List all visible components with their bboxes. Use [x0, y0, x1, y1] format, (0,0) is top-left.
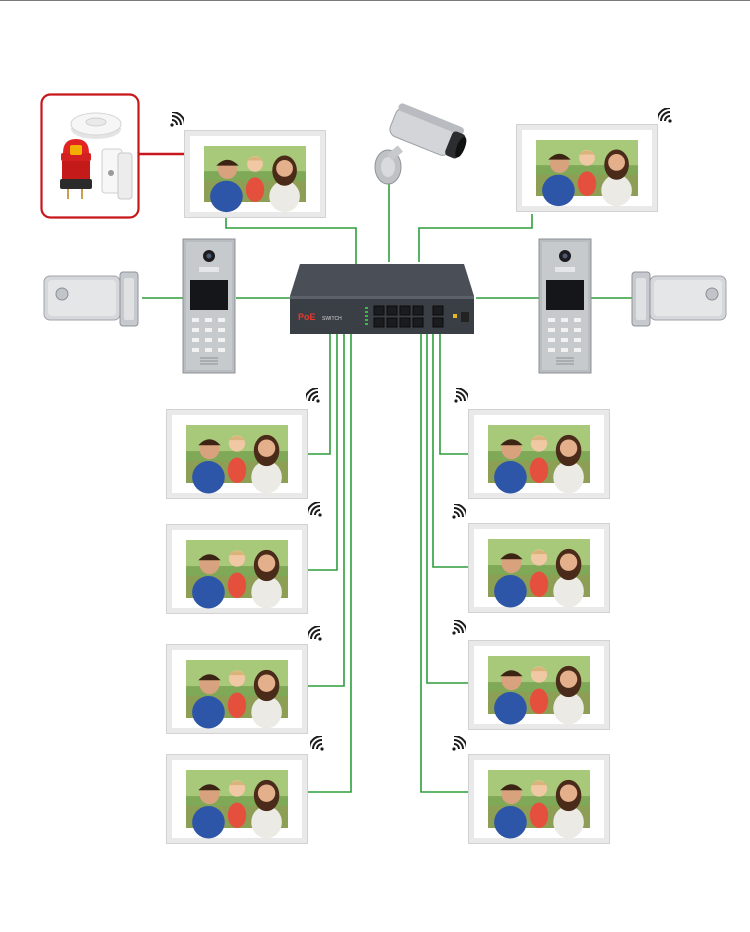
wifi-icon: [452, 504, 466, 519]
wifi-icon: [658, 108, 672, 123]
switch-brand: PoE: [298, 312, 316, 322]
indoor-monitor-icon: [166, 409, 308, 499]
wifi-icon: [452, 736, 466, 751]
wifi-icon: [454, 388, 468, 403]
screen-photo: [488, 539, 590, 608]
wifi-icon: [306, 388, 320, 403]
switch-label: SWITCH: [322, 316, 342, 322]
indoor-monitor-icon: [166, 524, 308, 614]
door-lock-icon: [631, 271, 727, 327]
indoor-monitor-icon: [184, 130, 326, 218]
doorbell-panel-icon: [538, 238, 592, 374]
wifi-icon: [308, 502, 322, 517]
indoor-monitor-icon: [468, 640, 610, 730]
screen-photo: [186, 540, 288, 609]
wifi-icon: [308, 626, 322, 641]
indoor-monitor-icon: [468, 409, 610, 499]
screen-photo: [488, 425, 590, 494]
screen-photo: [488, 656, 590, 725]
smoke-detector-icon: [70, 112, 122, 139]
wifi-icon: [310, 736, 324, 751]
screen-photo: [186, 425, 288, 494]
doorbell-panel-icon: [182, 238, 236, 374]
wifi-icon: [452, 620, 466, 635]
alarm-accessories-box: [40, 93, 140, 219]
indoor-monitor-icon: [166, 644, 308, 734]
door-sensor-icon: [101, 148, 133, 200]
screen-photo: [186, 660, 288, 729]
screen-photo: [204, 146, 306, 213]
indoor-monitor-icon: [468, 754, 610, 844]
screen-photo: [536, 140, 638, 207]
alarm-beacon-icon: [60, 139, 92, 199]
camera-icon: [374, 103, 467, 185]
indoor-monitor-icon: [516, 124, 658, 212]
top-border-line: [0, 0, 750, 1]
door-lock-icon: [43, 271, 139, 327]
indoor-monitor-icon: [166, 754, 308, 844]
poe-switch-icon: PoE SWITCH: [290, 264, 474, 334]
screen-photo: [186, 770, 288, 839]
screen-photo: [488, 770, 590, 839]
indoor-monitor-icon: [468, 523, 610, 613]
wifi-icon: [170, 112, 184, 127]
